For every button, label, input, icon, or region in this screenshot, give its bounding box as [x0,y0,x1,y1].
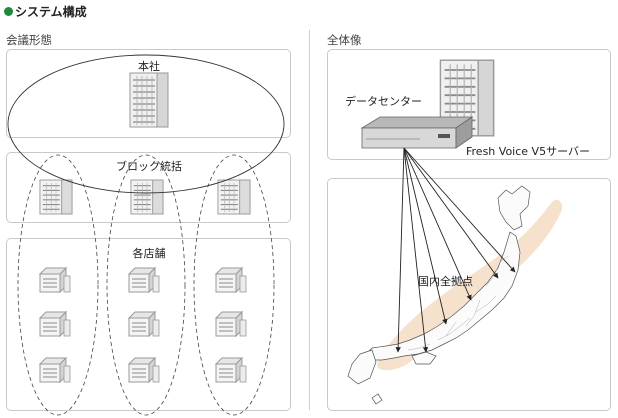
bullet-icon [4,7,13,16]
head-office-building-icon [129,72,169,128]
overview-heading: 全体像 [327,33,362,47]
divider [309,30,310,410]
block-building-icon [130,179,164,215]
meeting-format-heading: 会議形態 [6,33,52,47]
japan-map-icon [347,185,531,405]
prefecture-borders [407,255,509,351]
server-icon [360,116,474,149]
block-building-icon [39,179,73,215]
datacenter-label: データセンター [345,95,422,108]
block-label: ブロック統括 [116,160,182,173]
nationwide-label: 国内全拠点 [418,275,473,288]
store-icon [39,357,71,383]
store-icon [39,267,71,293]
head-office-scope-ellipse [7,54,285,194]
connection-arrows [395,147,516,353]
diagram-title: システム構成 [4,3,87,20]
stores-label: 各店舗 [132,247,166,260]
store-icon [128,267,160,293]
store-icon [215,357,247,383]
block-building-icon [217,179,251,215]
store-icon [215,267,247,293]
store-icon [128,357,160,383]
block-scope-ellipses [17,154,275,416]
store-icon [128,311,160,337]
store-icon [39,311,71,337]
head-office-label: 本社 [138,60,160,73]
store-icon [215,311,247,337]
server-label: Fresh Voice V5サーバー [466,145,590,158]
store-buildings [39,267,247,383]
